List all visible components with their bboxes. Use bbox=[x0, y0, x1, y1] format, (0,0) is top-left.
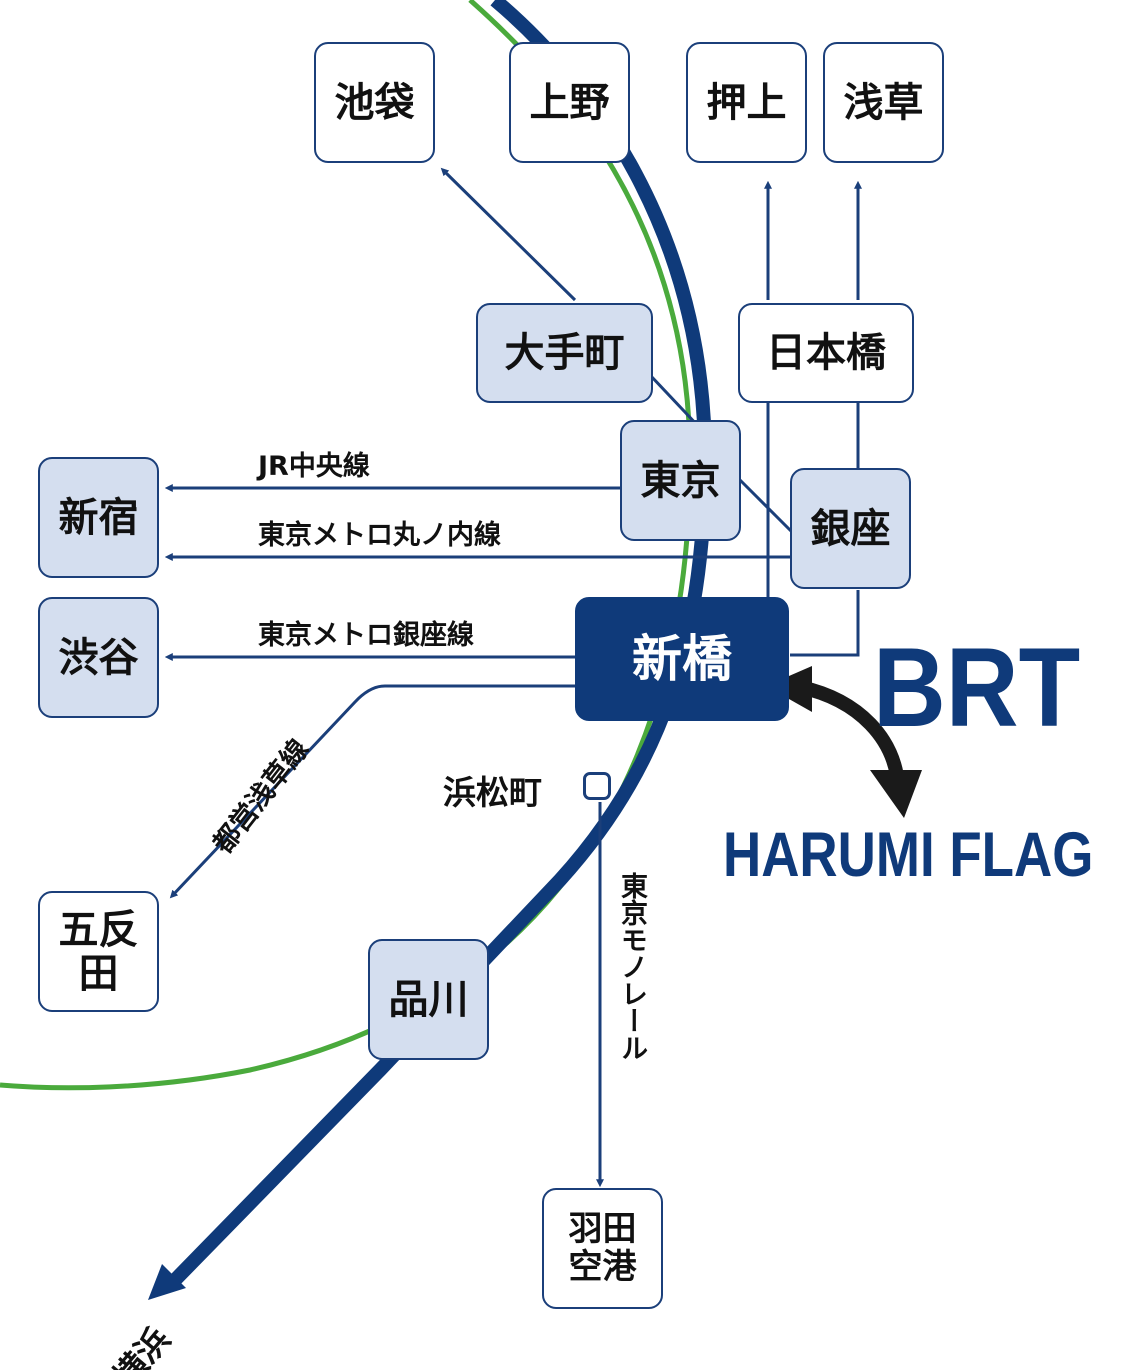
station-ginza[interactable]: 銀座 bbox=[790, 468, 911, 589]
station-gotanda[interactable]: 五反田 bbox=[38, 891, 159, 1012]
yokohama-arrow bbox=[148, 1264, 186, 1300]
hamamatsucho-marker bbox=[583, 772, 611, 800]
brt-label: BRT bbox=[873, 625, 1081, 750]
otemachi-ikebukuro-line bbox=[440, 167, 577, 302]
station-asakusa[interactable]: 浅草 bbox=[823, 42, 944, 163]
otemachi-tokyo-line bbox=[648, 373, 702, 430]
station-tokyo[interactable]: 東京 bbox=[620, 420, 741, 541]
brt-arrow-head-left bbox=[766, 666, 812, 712]
monorail-label: 東京モノレール bbox=[616, 872, 647, 1061]
marunouchi-label: 東京メトロ丸ノ内線 bbox=[258, 520, 501, 551]
station-shibuya[interactable]: 渋谷 bbox=[38, 597, 159, 718]
ginza-connector bbox=[790, 402, 860, 657]
station-hamamatsucho-label[interactable]: 浜松町 bbox=[443, 773, 542, 812]
station-nihonbashi[interactable]: 日本橋 bbox=[738, 303, 914, 403]
station-otemachi[interactable]: 大手町 bbox=[476, 303, 653, 403]
harumi-flag-label[interactable]: HARUMI FLAG bbox=[723, 820, 1094, 890]
station-shinagawa[interactable]: 品川 bbox=[368, 939, 489, 1060]
toei-asakusa-line bbox=[169, 684, 575, 899]
ginza-line-label: 東京メトロ銀座線 bbox=[258, 620, 474, 651]
station-shinjuku[interactable]: 新宿 bbox=[38, 457, 159, 578]
station-ueno[interactable]: 上野 bbox=[509, 42, 630, 163]
station-haneda[interactable]: 羽田 空港 bbox=[542, 1188, 663, 1309]
station-ikebukuro[interactable]: 池袋 bbox=[314, 42, 435, 163]
jr-chuo-label: JR中央線 bbox=[258, 451, 370, 482]
brt-arrow-head-down bbox=[870, 770, 922, 818]
brt-arrow bbox=[798, 680, 905, 786]
station-oshiage[interactable]: 押上 bbox=[686, 42, 807, 163]
station-shimbashi[interactable]: 新橋 bbox=[575, 597, 789, 721]
